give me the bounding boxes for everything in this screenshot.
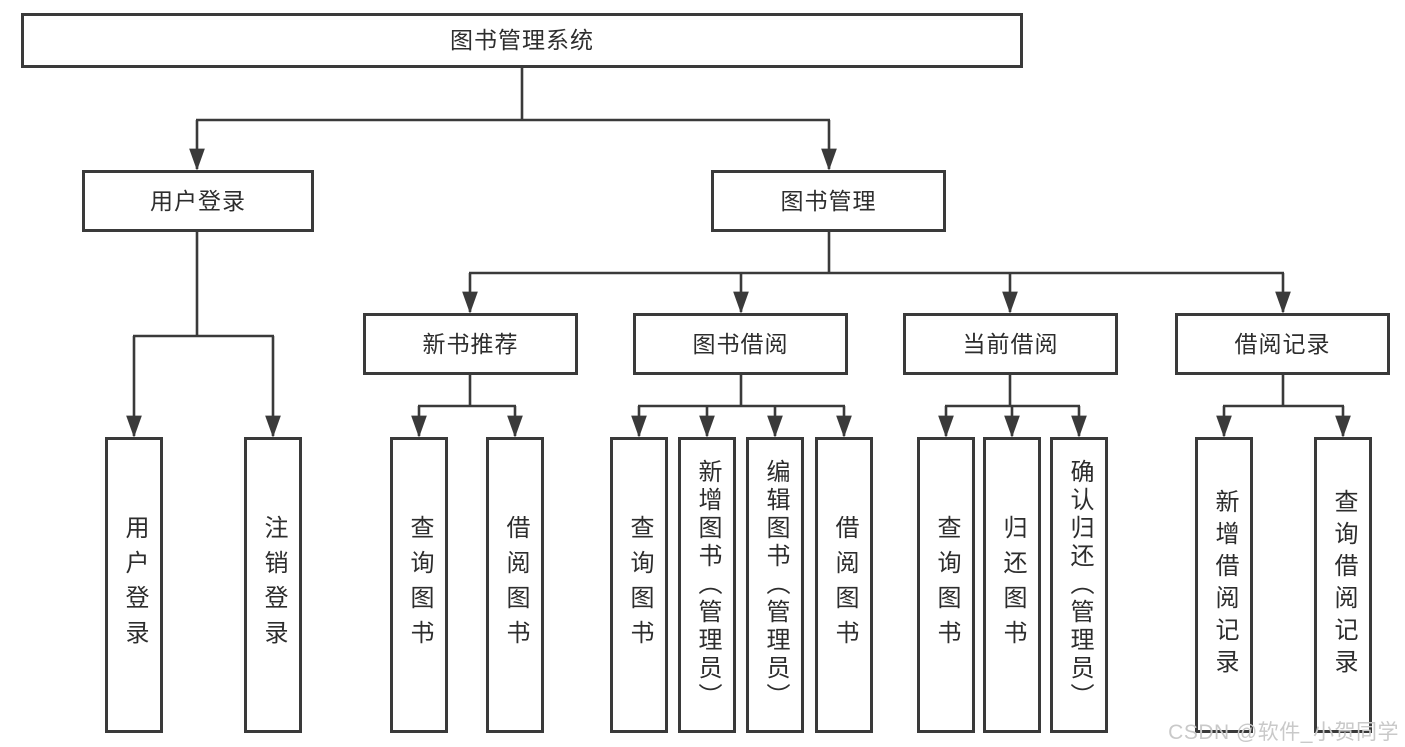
- leaf-user-login: 用户登录: [105, 437, 163, 733]
- leaf-add-books-admin: 新增图书（管理员）: [678, 437, 736, 733]
- leaf-query-books-borrow: 查询图书: [610, 437, 668, 733]
- csdn-watermark: CSDN @软件_小贺同学: [1168, 721, 1399, 744]
- edge-root-split: [189, 68, 837, 171]
- leaf-add-borrow-record: 新增借阅记录: [1195, 437, 1253, 733]
- leaf-query-books-current: 查询图书: [917, 437, 975, 733]
- node-book-management: 图书管理: [711, 170, 946, 232]
- node-book-borrowing: 图书借阅: [633, 313, 848, 375]
- edge-book-mgmt-branch: [462, 232, 1291, 314]
- leaf-confirm-return-admin: 确认归还（管理员）: [1050, 437, 1108, 733]
- leaf-borrow-books-borrow: 借阅图书: [815, 437, 873, 733]
- node-new-book-recommendation: 新书推荐: [363, 313, 578, 375]
- node-current-borrowing: 当前借阅: [903, 313, 1118, 375]
- node-root-system: 图书管理系统: [21, 13, 1023, 68]
- edge-borrow-record-branch: [1216, 375, 1351, 438]
- edge-new-book-rec-branch: [411, 375, 523, 438]
- edge-book-borrow-branch: [631, 375, 852, 438]
- edge-user-login-branch: [126, 232, 281, 438]
- edge-current-borrow-branch: [938, 375, 1087, 438]
- leaf-query-books-rec: 查询图书: [390, 437, 448, 733]
- leaf-return-books: 归还图书: [983, 437, 1041, 733]
- leaf-query-borrow-record: 查询借阅记录: [1314, 437, 1372, 733]
- node-borrowing-records: 借阅记录: [1175, 313, 1390, 375]
- leaf-edit-books-admin: 编辑图书（管理员）: [746, 437, 804, 733]
- leaf-logout: 注销登录: [244, 437, 302, 733]
- leaf-borrow-books-rec: 借阅图书: [486, 437, 544, 733]
- node-user-login: 用户登录: [82, 170, 314, 232]
